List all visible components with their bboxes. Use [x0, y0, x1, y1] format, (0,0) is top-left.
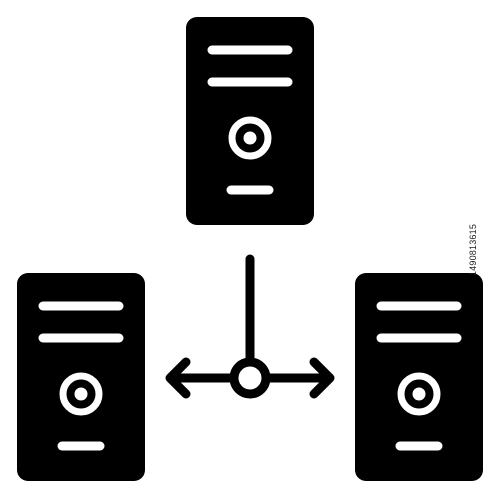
arrow-left-icon — [165, 357, 191, 399]
top-server-icon — [186, 17, 314, 225]
right-server-icon — [355, 273, 483, 481]
arrow-right-icon — [309, 357, 335, 399]
left-server-icon — [17, 273, 145, 481]
network-connector-icon — [165, 254, 335, 399]
stock-id-label: 1490813615 — [467, 223, 478, 277]
